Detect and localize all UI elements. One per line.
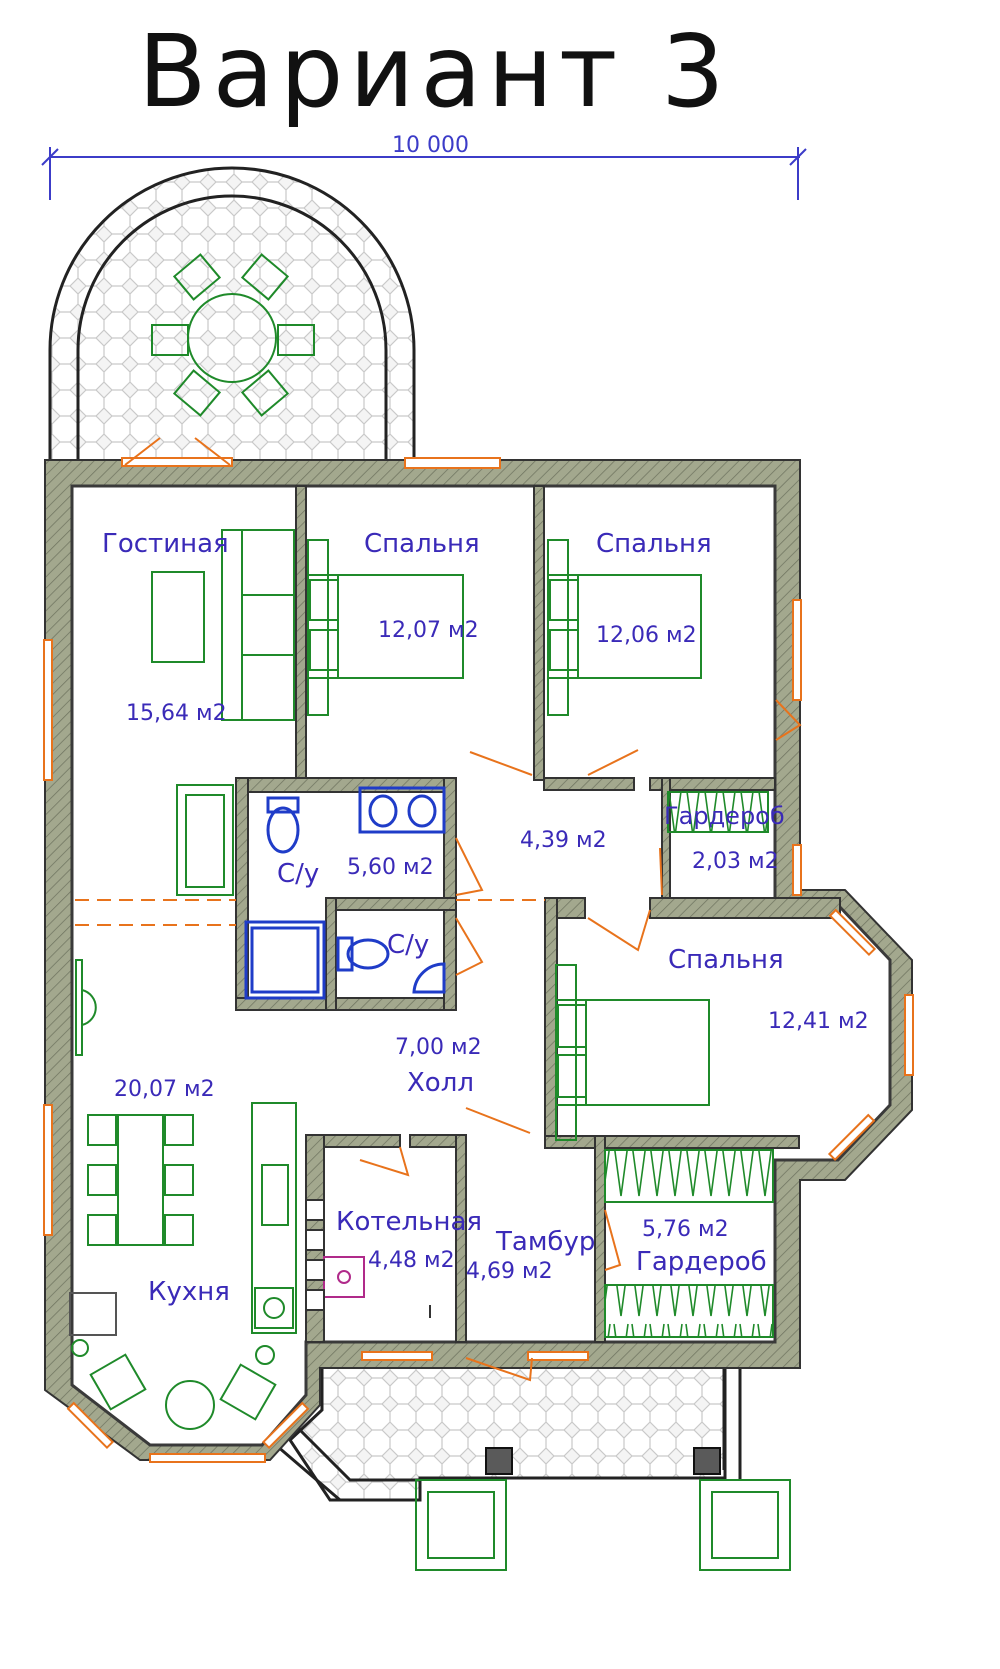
wardrobe-small-area: 2,03 м2 <box>692 849 779 874</box>
dimension-line <box>41 147 807 200</box>
kitchen-area: 20,07 м2 <box>114 1077 215 1102</box>
dimension-label: 10 000 <box>392 133 469 158</box>
terrace-round <box>48 166 416 464</box>
bed-bedroom1 <box>307 539 464 716</box>
living-furniture <box>151 529 295 896</box>
zone-lines <box>75 899 545 926</box>
living-name: Гостиная <box>102 529 229 559</box>
vestibule-area: 4,69 м2 <box>466 1259 553 1284</box>
boiler-name: Котельная <box>336 1207 482 1237</box>
bath2-fixtures <box>336 936 446 994</box>
living-area: 15,64 м2 <box>126 701 227 726</box>
boiler-equipment <box>305 1199 431 1318</box>
bedroom2-name: Спальня <box>596 529 712 559</box>
boiler-area: 4,48 м2 <box>368 1248 455 1273</box>
terrace-front <box>269 1358 742 1502</box>
hall-name: Холл <box>407 1068 474 1098</box>
plan-title: Вариант 3 <box>138 13 731 130</box>
terrace-columns <box>415 1447 791 1571</box>
terrace-dining-set <box>151 253 315 417</box>
kitchen-furniture <box>69 959 297 1430</box>
wardrobe-large-shelves <box>604 1149 774 1338</box>
windows <box>43 457 914 1463</box>
bedroom1-area: 12,07 м2 <box>378 618 479 643</box>
wardrobe-small-name: Гардероб <box>664 802 785 830</box>
bedroom2-area: 12,06 м2 <box>596 623 697 648</box>
corridor-area: 4,39 м2 <box>520 828 607 853</box>
bedroom3-area: 12,41 м2 <box>768 1009 869 1034</box>
wardrobe-small-shelf <box>667 791 769 833</box>
kitchen-name: Кухня <box>148 1277 230 1307</box>
wardrobe-large-name: Гардероб <box>636 1247 767 1277</box>
bath1-area: 5,60 м2 <box>347 855 434 880</box>
bed-bedroom2 <box>547 539 702 716</box>
bath1-name: С/у <box>277 859 319 889</box>
bed-bedroom3 <box>555 964 710 1141</box>
interior-walls <box>235 485 841 1343</box>
doors <box>124 437 802 1382</box>
bath2-name: С/у <box>387 930 429 960</box>
bedroom1-name: Спальня <box>364 529 480 559</box>
bath1-fixtures <box>244 786 446 1000</box>
bedroom3-name: Спальня <box>668 945 784 975</box>
wardrobe-large-area: 5,76 м2 <box>642 1217 729 1242</box>
hall-area: 7,00 м2 <box>395 1035 482 1060</box>
vestibule-name: Тамбур <box>495 1227 595 1257</box>
